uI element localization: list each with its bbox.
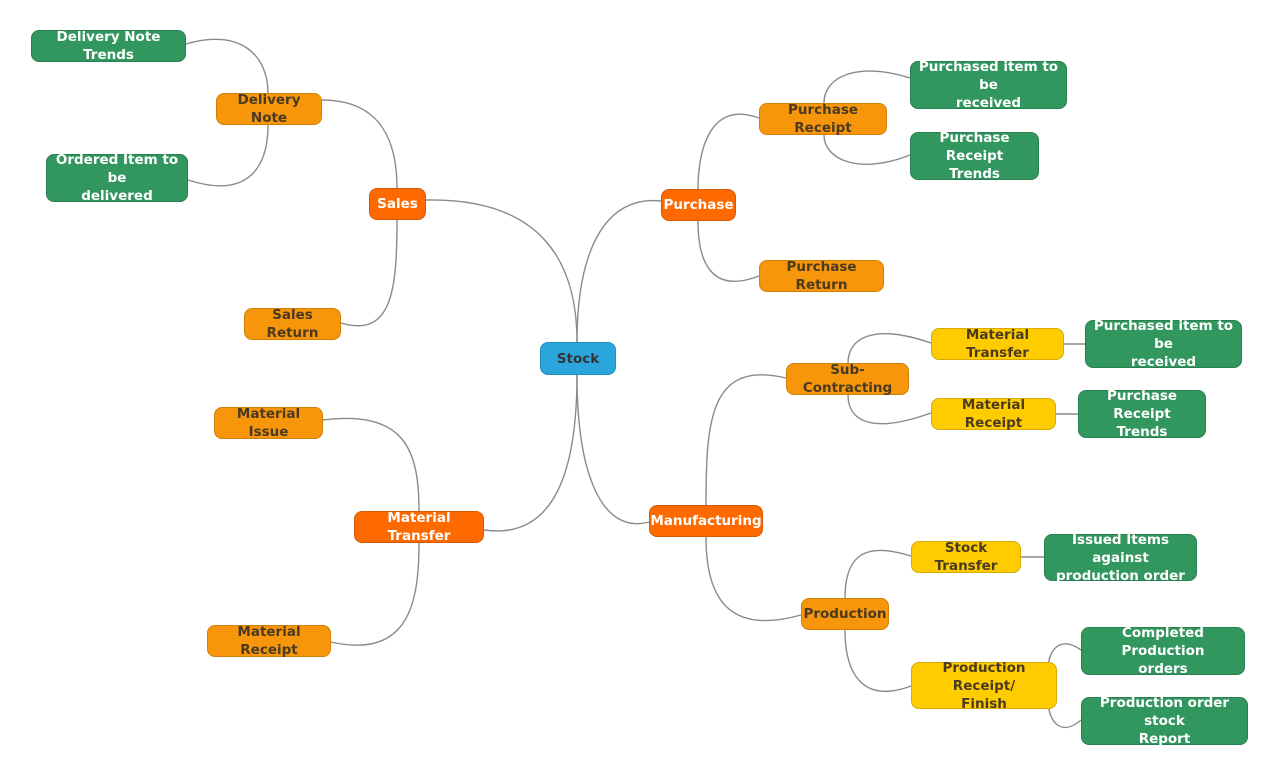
- ordered-item-to-be-delivered-node[interactable]: Ordered Item to be delivered: [46, 152, 188, 204]
- link-prod-stocktransfer: [844, 549, 912, 599]
- subcontract-material-transfer-node[interactable]: Material Transfer: [931, 327, 1064, 361]
- purchased-item-to-be-received-node[interactable]: Purchased item to be received: [910, 59, 1067, 111]
- production-receipt-finish-node[interactable]: Production Receipt/ Finish: [911, 660, 1057, 712]
- issued-items-against-production-order-node[interactable]: Issued Items against production order: [1044, 532, 1197, 584]
- link-dn-trends: [185, 38, 269, 94]
- link-sales-salesreturn: [340, 219, 398, 327]
- link-mfg-subcontracting: [705, 374, 787, 506]
- delivery-note-trends-node[interactable]: Delivery Note Trends: [31, 29, 186, 63]
- link-sc-mattransfer: [847, 333, 932, 364]
- stock-root-node[interactable]: Stock: [540, 342, 616, 375]
- link-purchase-receipt: [697, 113, 760, 190]
- sales-node[interactable]: Sales: [369, 188, 426, 220]
- subcontract-material-receipt-node[interactable]: Material Receipt: [931, 397, 1056, 431]
- link-mt-receipt: [330, 542, 420, 646]
- purchase-node[interactable]: Purchase: [661, 189, 736, 221]
- purchase-receipt-trends-node[interactable]: Purchase Receipt Trends: [910, 130, 1039, 182]
- link-stock-sales: [425, 199, 578, 343]
- link-prod-receiptfinish: [844, 629, 912, 692]
- link-stock-mattransfer: [483, 374, 578, 532]
- material-receipt-node[interactable]: Material Receipt: [207, 624, 331, 658]
- link-stock-manufacturing: [576, 374, 650, 525]
- link-sc-matreceipt: [847, 394, 932, 425]
- delivery-note-node[interactable]: Delivery Note: [216, 92, 322, 126]
- production-node[interactable]: Production: [801, 598, 889, 630]
- stock-transfer-node[interactable]: Stock Transfer: [911, 540, 1021, 574]
- link-mt-issue: [322, 417, 420, 512]
- purchase-receipt-node[interactable]: Purchase Receipt: [759, 102, 887, 136]
- link-receipt-trends: [823, 134, 911, 165]
- link-dn-ordered: [187, 124, 269, 187]
- completed-production-orders-node[interactable]: Completed Production orders: [1081, 625, 1245, 677]
- production-order-stock-report-node[interactable]: Production order stock Report: [1081, 695, 1248, 747]
- material-issue-node[interactable]: Material Issue: [214, 406, 323, 440]
- link-stock-purchase: [576, 200, 662, 343]
- link-sales-deliverynote: [321, 99, 398, 189]
- link-receipt-toreceive: [823, 70, 911, 104]
- purchase-return-node[interactable]: Purchase Return: [759, 259, 884, 293]
- subcontract-purchased-item-node[interactable]: Purchased item to be received: [1085, 318, 1242, 370]
- material-transfer-node[interactable]: Material Transfer: [354, 510, 484, 544]
- manufacturing-node[interactable]: Manufacturing: [649, 505, 763, 537]
- sales-return-node[interactable]: Sales Return: [244, 307, 341, 341]
- link-purchase-return: [697, 220, 760, 282]
- sub-contracting-node[interactable]: Sub-Contracting: [786, 362, 909, 396]
- subcontract-receipt-trends-node[interactable]: Purchase Receipt Trends: [1078, 388, 1206, 440]
- link-mfg-production: [705, 536, 802, 622]
